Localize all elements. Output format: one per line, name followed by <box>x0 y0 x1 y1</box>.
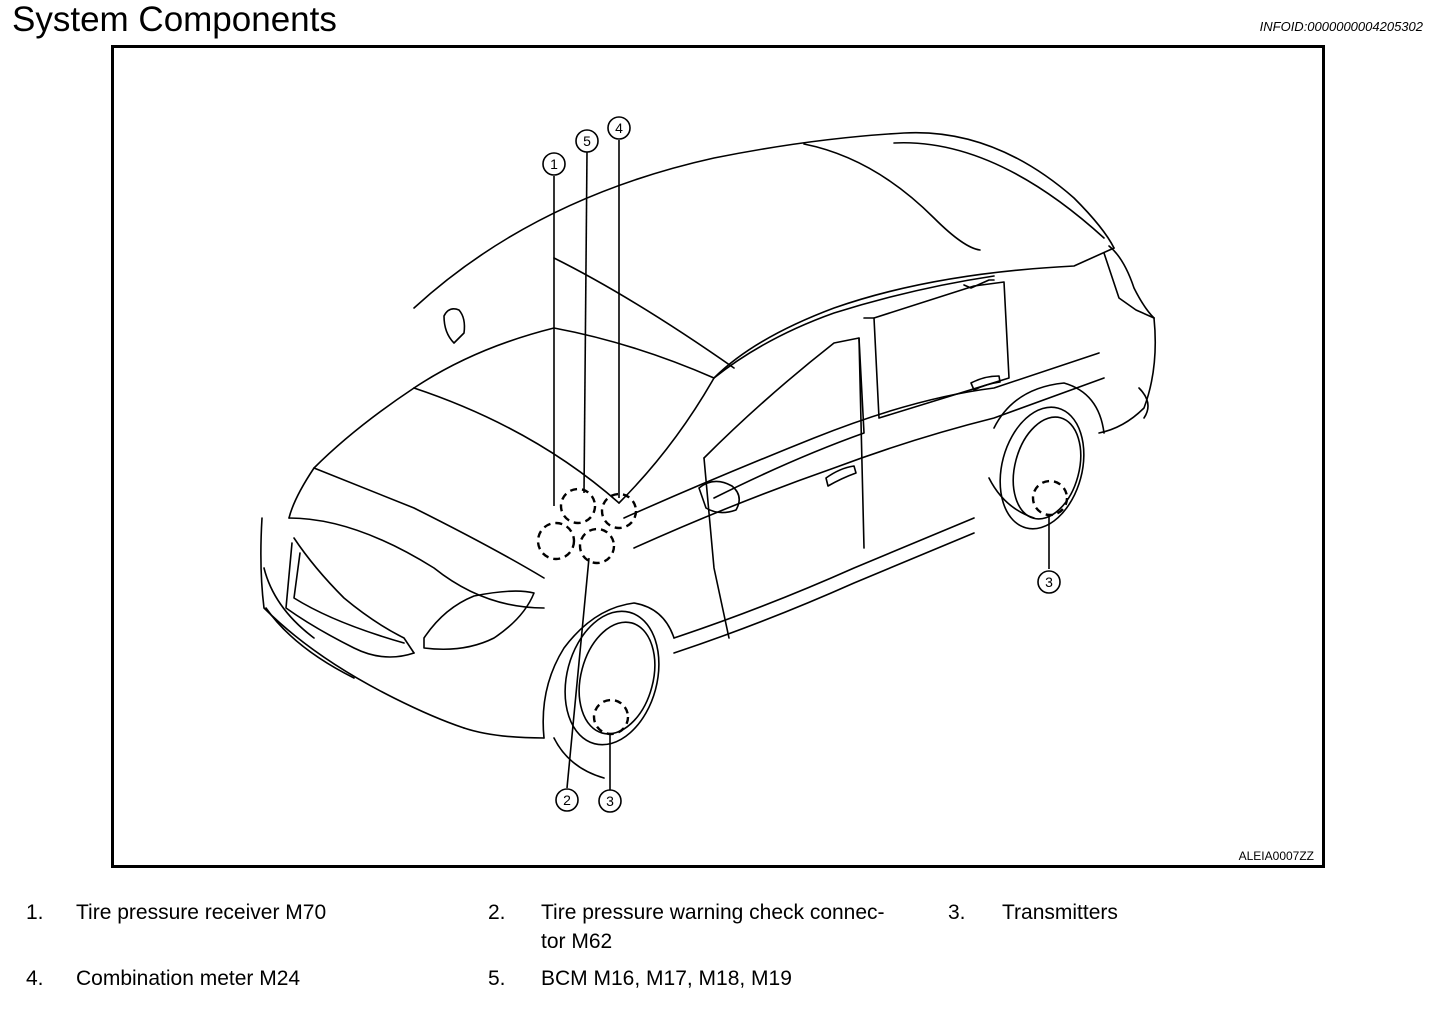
marker-check-connector <box>578 527 616 565</box>
callout-2: 2 <box>555 788 579 812</box>
figure-code: ALEIA0007ZZ <box>1238 849 1314 863</box>
callout-4: 4 <box>607 116 631 140</box>
callout-2-label: 2 <box>563 792 571 808</box>
legend-text: Combination meter M24 <box>76 967 301 990</box>
legend-num: 3. <box>948 901 966 924</box>
callout-1: 1 <box>542 152 566 176</box>
legend-text: Tire pressure warning check connec- <box>541 901 885 924</box>
leader-lines <box>553 140 1050 790</box>
marker-receiver <box>536 521 576 561</box>
legend-text: BCM M16, M17, M18, M19 <box>541 967 792 990</box>
figure-frame: 1 5 4 2 3 3 ALEIA0007ZZ <box>111 45 1325 868</box>
component-legend: 1. Tire pressure receiver M70 2. Tire pr… <box>0 895 1456 1005</box>
legend-text: Tire pressure receiver M70 <box>76 901 327 924</box>
info-id: INFOID:0000000004205302 <box>1259 19 1423 34</box>
page-title: System Components <box>12 0 337 39</box>
callout-4-label: 4 <box>615 120 623 136</box>
callout-3-rear-label: 3 <box>1045 574 1053 590</box>
vehicle-diagram: 1 5 4 2 3 3 <box>260 116 1157 813</box>
marker-bcm <box>559 487 597 525</box>
callout-3-front-label: 3 <box>606 793 614 809</box>
vehicle-outline <box>260 131 1157 779</box>
marker-transmitter-rear <box>1031 479 1069 517</box>
callout-3-front: 3 <box>598 789 622 813</box>
marker-combination-meter <box>600 492 638 530</box>
callout-1-label: 1 <box>550 156 558 172</box>
legend-text-continued: tor M62 <box>541 930 613 953</box>
legend-num: 2. <box>488 901 506 924</box>
legend-num: 5. <box>488 967 506 990</box>
component-markers <box>536 479 1069 736</box>
marker-transmitter-front <box>592 698 630 736</box>
callout-5-label: 5 <box>583 133 591 149</box>
callout-5: 5 <box>575 129 599 153</box>
legend-num: 1. <box>26 901 44 924</box>
legend-num: 4. <box>26 967 44 990</box>
legend-text: Transmitters <box>1002 901 1118 924</box>
callout-3-rear: 3 <box>1037 570 1061 594</box>
